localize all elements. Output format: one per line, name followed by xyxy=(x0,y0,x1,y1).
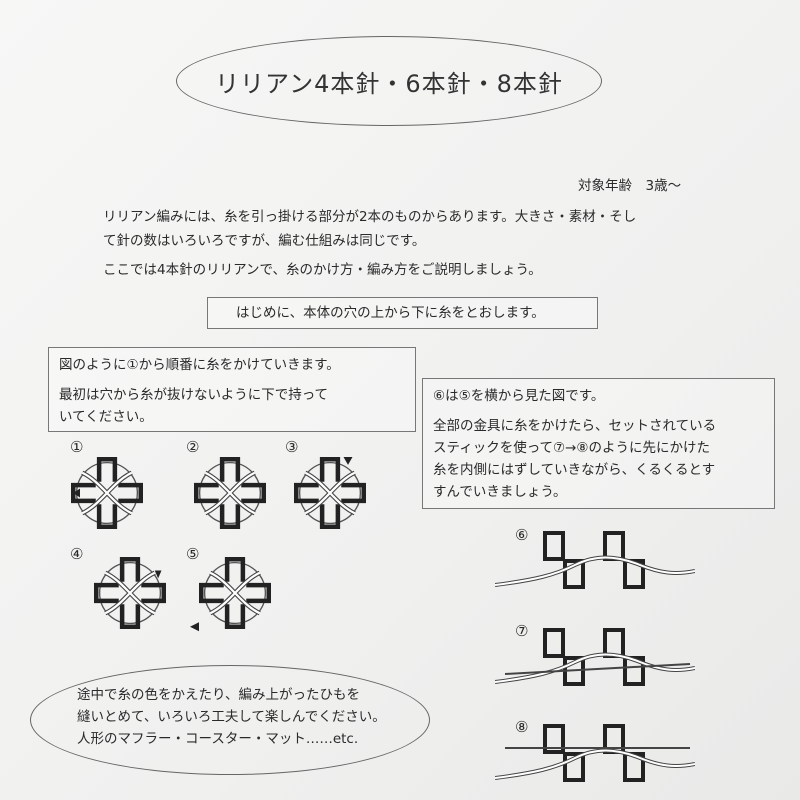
step-4-diagram xyxy=(85,548,175,638)
step-5-label: ⑤ xyxy=(186,545,200,563)
step-1-label: ① xyxy=(70,438,84,456)
start-instruction-box: はじめに、本体の穴の上から下に糸をとおします。 xyxy=(207,297,598,329)
step-6-diagram xyxy=(495,531,695,589)
closing-line-1: 途中で糸の色をかえたり、編み上がったひもを xyxy=(77,687,360,703)
step-2-diagram xyxy=(185,448,275,538)
threading-instruction-box: 図のように①から順番に糸をかけていきます。 最初は穴から糸が抜けないように下で持… xyxy=(48,347,416,432)
knitting-line-2: 全部の金具に糸をかけたら、セットされている xyxy=(433,418,717,434)
step-5-diagram xyxy=(190,548,280,632)
start-instruction: はじめに、本体の穴の上から下に糸をとおします。 xyxy=(236,305,545,321)
knitting-line-1: ⑥は⑤を横から見た図です。 xyxy=(433,388,605,404)
threading-line-1: 図のように①から順番に糸をかけていきます。 xyxy=(59,357,340,373)
step-4-label: ④ xyxy=(70,545,84,563)
title-oval: リリアン4本針・6本針・8本針 xyxy=(176,36,602,126)
step-7-diagram xyxy=(495,628,695,686)
target-age: 対象年齢 3歳～ xyxy=(578,178,682,194)
intro-line-2: て針の数はいろいろですが、編む仕組みは同じです。 xyxy=(103,233,426,249)
step-8-label: ⑧ xyxy=(515,718,529,736)
step-1-diagram xyxy=(62,448,152,538)
knitting-line-4: 糸を内側にはずしていきながら、くるくるとす xyxy=(433,462,716,478)
closing-line-3: 人形のマフラー・コースター・マット……etc. xyxy=(77,731,359,747)
step-3-label: ③ xyxy=(285,438,299,456)
knitting-line-5: すんでいきましょう。 xyxy=(433,484,567,500)
closing-line-2: 縫いとめて、いろいろ工夫して楽しんでください。 xyxy=(77,709,386,725)
step-8-diagram xyxy=(495,724,695,782)
page-title: リリアン4本針・6本針・8本針 xyxy=(215,69,563,98)
threading-line-3: いてください。 xyxy=(59,409,153,425)
step-2-label: ② xyxy=(186,438,200,456)
step-7-label: ⑦ xyxy=(515,622,529,640)
step-3-diagram xyxy=(285,457,375,538)
step-6-label: ⑥ xyxy=(515,526,529,544)
threading-line-2: 最初は穴から糸が抜けないように下で持って xyxy=(59,387,329,403)
intro-line-3: ここでは4本針のリリアンで、糸のかけ方・編み方をご説明しましょう。 xyxy=(103,262,542,278)
intro-line-1: リリアン編みには、糸を引っ掛ける部分が2本のものからあります。大きさ・素材・そし xyxy=(103,209,637,225)
closing-oval: 途中で糸の色をかえたり、編み上がったひもを 縫いとめて、いろいろ工夫して楽しんで… xyxy=(30,665,430,775)
knitting-line-3: スティックを使って⑦→⑧のように先にかけた xyxy=(433,440,711,456)
knitting-instruction-box: ⑥は⑤を横から見た図です。 全部の金具に糸をかけたら、セットされている スティッ… xyxy=(422,378,775,509)
